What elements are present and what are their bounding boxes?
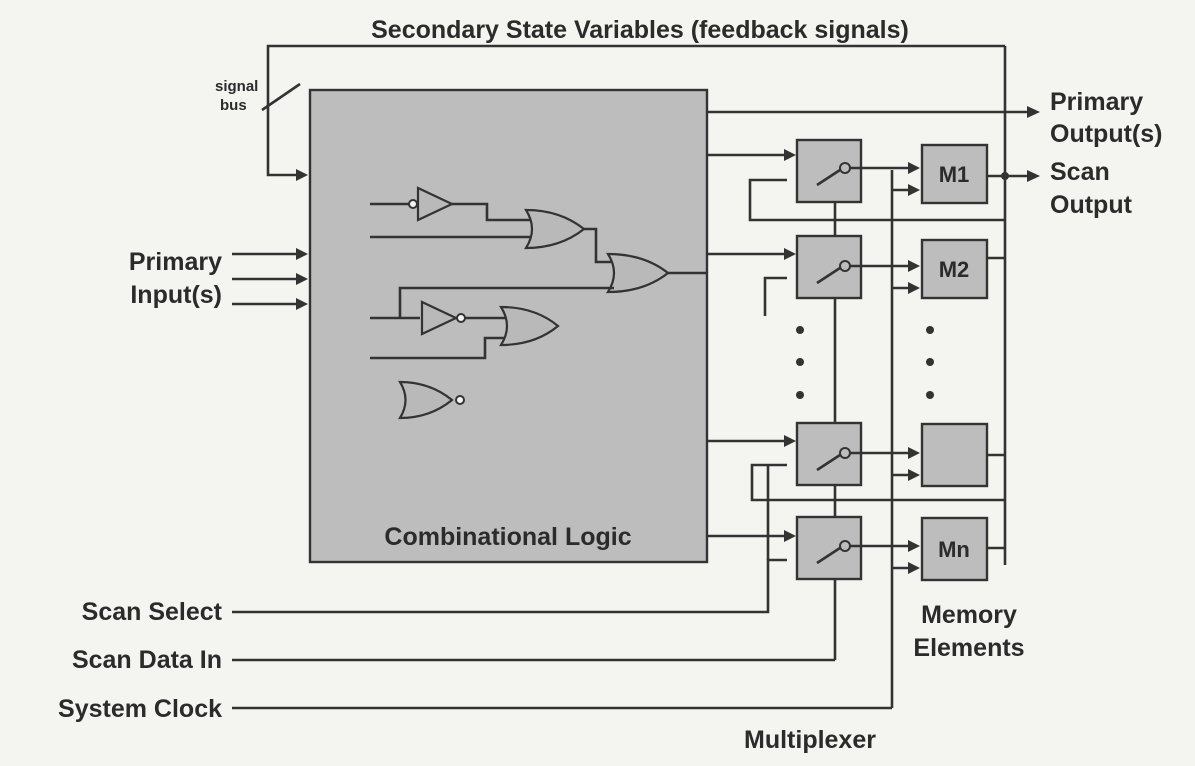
or-gate-1 — [524, 208, 586, 250]
memory-element-3 — [920, 422, 989, 488]
scan-select-label: Scan Select — [82, 598, 223, 626]
scan-output-arrow — [1027, 170, 1040, 182]
scan-output-junction — [1001, 172, 1009, 180]
primary-output-arrow — [1027, 106, 1040, 118]
scan-output-label-line2: Output — [1050, 191, 1133, 219]
primary-input-label-line1: Primary — [129, 248, 222, 276]
memory-element-2 — [920, 238, 989, 300]
feedback-arrow — [296, 169, 308, 181]
signal-bus-slash — [261, 82, 301, 112]
stage-row-1: M1 — [707, 138, 1005, 222]
signal-bus-label-line2: bus — [220, 97, 247, 114]
combinational-logic-label: Combinational Logic — [384, 523, 631, 551]
stage-row-2: M2 — [707, 234, 1005, 316]
primary-input-label-line2: Input(s) — [130, 281, 222, 309]
or-gate-2 — [499, 305, 560, 347]
logic-gates — [370, 186, 707, 420]
multiplexer-4 — [795, 515, 863, 581]
or-gate-final — [606, 252, 670, 294]
memory-label-1: M1 — [939, 162, 970, 187]
scan-output-label-line1: Scan — [1050, 158, 1110, 186]
ellipsis-dots — [796, 326, 934, 399]
memory-label-2: M2 — [939, 257, 970, 282]
primary-input-wires — [232, 248, 308, 310]
multiplexer-1 — [795, 138, 863, 204]
nor-gate — [398, 380, 454, 420]
memory-elements-label-line2: Elements — [913, 634, 1024, 662]
memory-elements-label-line1: Memory — [921, 601, 1017, 629]
nor-bubble — [455, 395, 465, 405]
signal-bus-label-line1: signal — [215, 78, 258, 95]
memory-element-1 — [920, 143, 989, 205]
memory-label-n: Mn — [938, 537, 970, 562]
feedback-wire — [266, 44, 1005, 177]
multiplexer-label: Multiplexer — [744, 726, 876, 754]
primary-output-label-line1: Primary — [1050, 88, 1143, 116]
inverter-bubble-1 — [408, 199, 418, 209]
inverter-bubble-2 — [456, 313, 466, 323]
system-clock-label: System Clock — [58, 695, 222, 723]
stage-row-3 — [707, 421, 1005, 502]
inverter-gate-2 — [420, 300, 459, 336]
stage-row-4: Mn — [707, 515, 1005, 582]
diagram-title: Secondary State Variables (feedback sign… — [371, 16, 909, 44]
scan-select-wire — [232, 558, 787, 614]
primary-output-label-line2: Output(s) — [1050, 120, 1162, 148]
scan-data-in-label: Scan Data In — [72, 646, 222, 674]
